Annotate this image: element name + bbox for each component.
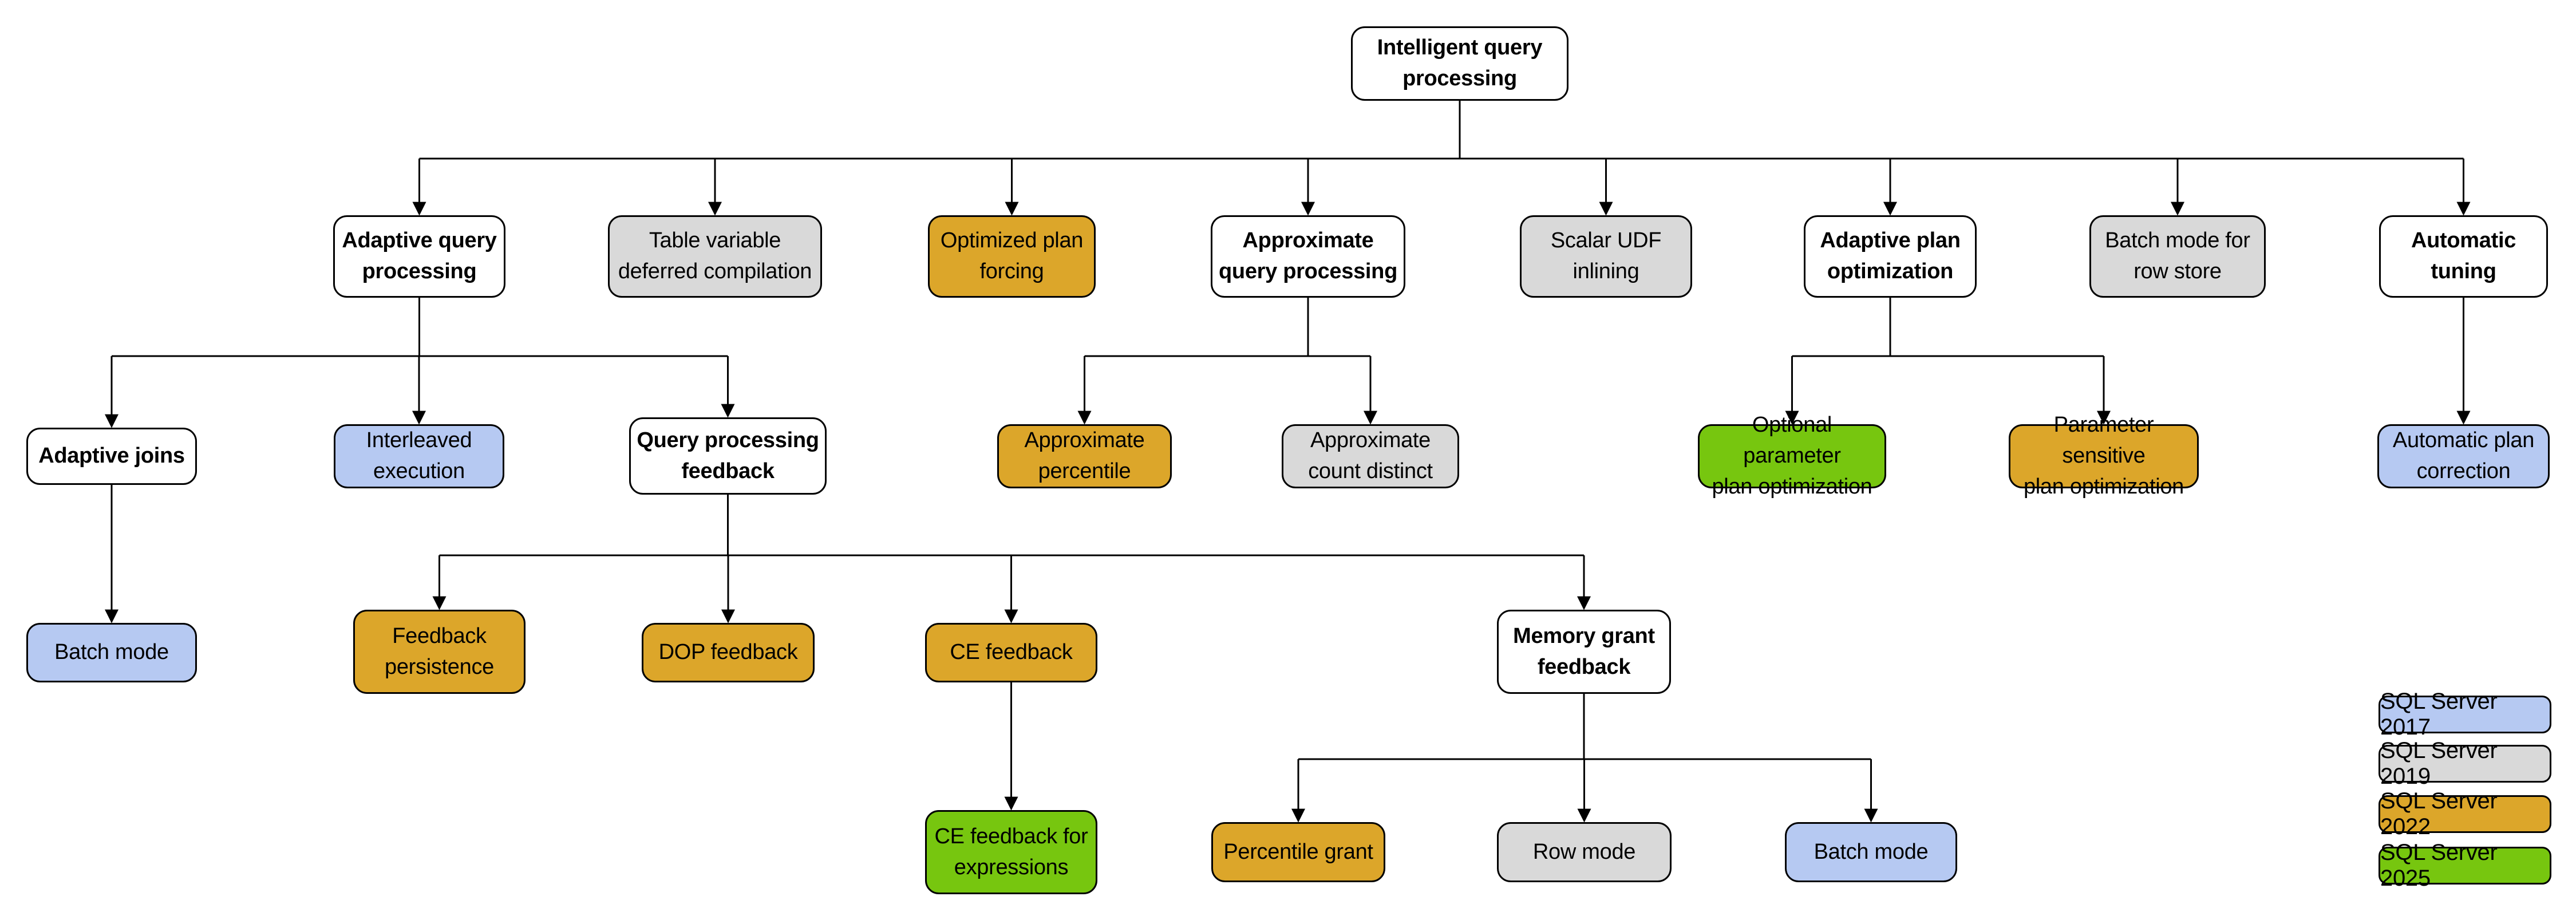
legend-2025: SQL Server 2025 xyxy=(2379,840,2551,891)
node-oppo: Optional parameter plan optimization xyxy=(1698,413,1886,499)
legend-2019: SQL Server 2019 xyxy=(2379,738,2551,789)
node-cefe: CE feedback for expressions xyxy=(925,810,1097,894)
node-root: Intelligent query processing xyxy=(1351,26,1568,101)
node-fp: Feedback persistence xyxy=(353,610,526,694)
node-tvdc: Table variable deferred compilation xyxy=(608,215,822,298)
node-aqproc: Approximate query processing xyxy=(1211,215,1405,298)
node-mgf: Memory grant feedback xyxy=(1497,610,1671,694)
node-sudf: Scalar UDF inlining xyxy=(1520,215,1692,298)
node-pspo: Parameter sensitive plan optimization xyxy=(2009,413,2199,499)
node-apo: Adaptive plan optimization xyxy=(1804,215,1977,298)
node-cef: CE feedback xyxy=(925,623,1097,682)
node-bm1: Batch mode xyxy=(26,623,197,682)
node-opf: Optimized plan forcing xyxy=(928,215,1096,298)
node-acd: Approximate count distinct xyxy=(1282,424,1459,488)
node-rm: Row mode xyxy=(1497,822,1672,882)
node-apct: Approximate percentile xyxy=(997,424,1172,488)
node-bmrs: Batch mode for row store xyxy=(2089,215,2266,298)
node-aj: Adaptive joins xyxy=(26,428,197,485)
node-aqp: Adaptive query processing xyxy=(333,215,505,298)
node-apc: Automatic plan correction xyxy=(2377,424,2550,488)
node-bm2: Batch mode xyxy=(1785,822,1957,882)
node-pg: Percentile grant xyxy=(1211,822,1385,882)
legend-2017: SQL Server 2017 xyxy=(2379,689,2551,740)
node-qpf: Query processing feedback xyxy=(629,417,827,495)
node-ie: Interleaved execution xyxy=(334,424,504,488)
node-at: Automatic tuning xyxy=(2379,215,2548,298)
legend-2022: SQL Server 2022 xyxy=(2379,788,2551,839)
node-dopf: DOP feedback xyxy=(642,623,815,682)
